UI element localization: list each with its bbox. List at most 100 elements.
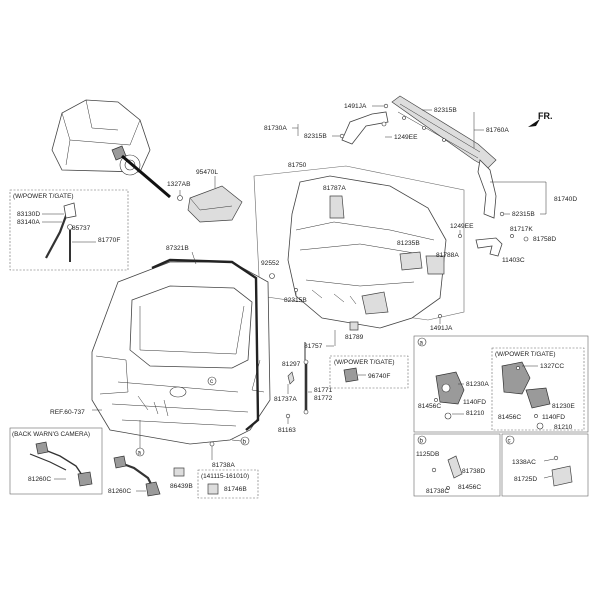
side-garnish	[477, 159, 497, 219]
label-1249ee-mid: 1249EE	[450, 223, 474, 230]
bracket-c	[551, 455, 573, 487]
label-83140a: 83140A	[17, 219, 40, 226]
gas-lift-strut	[303, 342, 309, 415]
label-81746b: 81746B	[224, 486, 247, 493]
label-81772: 81772	[314, 395, 333, 402]
power-tgate-mid-box	[329, 355, 409, 389]
weatherstrip-seal	[151, 258, 260, 431]
title-power-tgate-mid: (W/POWER T/GATE)	[334, 359, 394, 366]
detail-b-marker	[417, 435, 427, 445]
label-95470l: 95470L	[196, 169, 218, 176]
detail-c-marker	[505, 435, 515, 445]
label-81260c-cam: 81260C	[28, 476, 51, 483]
label-b-81738d: 81738D	[462, 468, 485, 475]
power-tgate-left-box	[9, 189, 129, 271]
clip-86439b	[173, 467, 185, 477]
stopper-b	[431, 455, 463, 490]
vehicle-thumbnail	[51, 99, 171, 199]
label-81787a: 81787A	[323, 185, 346, 192]
callout-b-letter: b	[243, 439, 247, 446]
label-11403c: 11403C	[502, 257, 525, 264]
date-range-box	[197, 469, 259, 499]
label-96740f: 96740F	[368, 373, 390, 380]
switch-96740f	[343, 367, 359, 383]
lower-harness	[113, 455, 161, 497]
label-82315b-top: 82315B	[434, 107, 457, 114]
detail-c-box	[501, 433, 589, 497]
detail-a-marker	[417, 337, 427, 347]
label-81717k: 81717K	[510, 226, 533, 233]
label-a-81456c-r: 81456C	[498, 414, 521, 421]
title-power-tgate-left: (W/POWER T/GATE)	[13, 193, 73, 200]
label-87321b: 87321B	[166, 245, 189, 252]
label-81758d: 81758D	[533, 236, 556, 243]
label-b-1125db: 1125DB	[416, 451, 440, 458]
label-81738a: 81738A	[212, 462, 235, 469]
label-81260c-low: 81260C	[108, 488, 131, 495]
label-81770f: 81770F	[98, 237, 120, 244]
label-1249ee-top: 1249EE	[394, 134, 418, 141]
tailgate-latch-a	[434, 371, 465, 420]
label-81730a: 81730A	[264, 125, 287, 132]
upper-garnish	[341, 95, 497, 169]
power-latch-assembly	[501, 361, 551, 430]
label-a-81456c: 81456C	[418, 403, 441, 410]
detail-a-box	[413, 335, 589, 433]
front-direction-indicator: FR.	[528, 111, 553, 127]
fr-arrow-icon	[528, 119, 540, 127]
label-81750: 81750	[288, 162, 307, 169]
label-b-81738c: 81738C	[426, 488, 449, 495]
detail-a-letter: a	[420, 340, 424, 347]
power-tgate-right-box	[491, 347, 585, 431]
label-a-81230a: 81230A	[466, 381, 489, 388]
label-1327ab: 1327AB	[167, 181, 191, 188]
detail-c-letter: c	[508, 438, 511, 445]
label-82315b-mid: 82315B	[304, 133, 327, 140]
label-83130d: 83130D	[17, 211, 40, 218]
label-86439b: 86439B	[170, 483, 193, 490]
label-81789: 81789	[345, 334, 364, 341]
label-a-1140fd-r: 1140FD	[542, 414, 565, 421]
label-c-81725d: 81725D	[514, 476, 537, 483]
camera-harness	[29, 441, 93, 487]
spindle-strut-assembly	[45, 202, 77, 262]
label-a-81210-r: 81210	[554, 424, 573, 431]
label-81235b: 81235B	[397, 240, 420, 247]
title-back-warning-camera: (BACK WARN'G CAMERA)	[12, 431, 90, 438]
label-82315b-right: 82315B	[512, 211, 535, 218]
label-c-1338ac: 1338AC	[512, 459, 536, 466]
callout-c-marker	[207, 376, 217, 386]
label-85737: 85737	[72, 225, 91, 232]
tailgate-panel	[91, 261, 271, 445]
detail-b-letter: b	[420, 438, 424, 445]
detail-b-box	[413, 433, 501, 497]
tailgate-inner-trim	[287, 175, 447, 329]
label-a-81230e: 81230E	[552, 403, 575, 410]
label-92552: 92552	[261, 260, 280, 267]
label-82315b-low: 82315B	[284, 297, 307, 304]
label-a-1327cc: 1327CC	[540, 363, 564, 370]
callout-c-letter: c	[210, 378, 213, 385]
label-b-81456c: 81456C	[458, 484, 481, 491]
label-81760a: 81760A	[486, 127, 509, 134]
title-date-range: (141115-161010)	[201, 473, 249, 480]
label-a-1140fd: 1140FD	[463, 399, 486, 406]
label-81740d: 81740D	[554, 196, 577, 203]
callout-a-letter: a	[138, 450, 142, 457]
label-81737a: 81737A	[274, 396, 297, 403]
title-power-tgate-right: (W/POWER T/GATE)	[495, 351, 555, 358]
label-81757: 81757	[304, 343, 323, 350]
label-1491ja-top: 1491JA	[344, 103, 367, 110]
label-81788a: 81788A	[436, 252, 459, 259]
fr-label: FR.	[538, 111, 553, 121]
label-1491ja-low: 1491JA	[430, 325, 453, 332]
label-81297: 81297	[282, 361, 301, 368]
back-warning-camera-box	[9, 427, 103, 495]
inner-handle	[475, 234, 529, 257]
power-tailgate-module	[177, 176, 243, 223]
label-a-81210: 81210	[466, 410, 485, 417]
ref-label: REF.60-737	[50, 409, 85, 416]
label-81771: 81771	[314, 387, 333, 394]
label-81163: 81163	[278, 427, 296, 434]
